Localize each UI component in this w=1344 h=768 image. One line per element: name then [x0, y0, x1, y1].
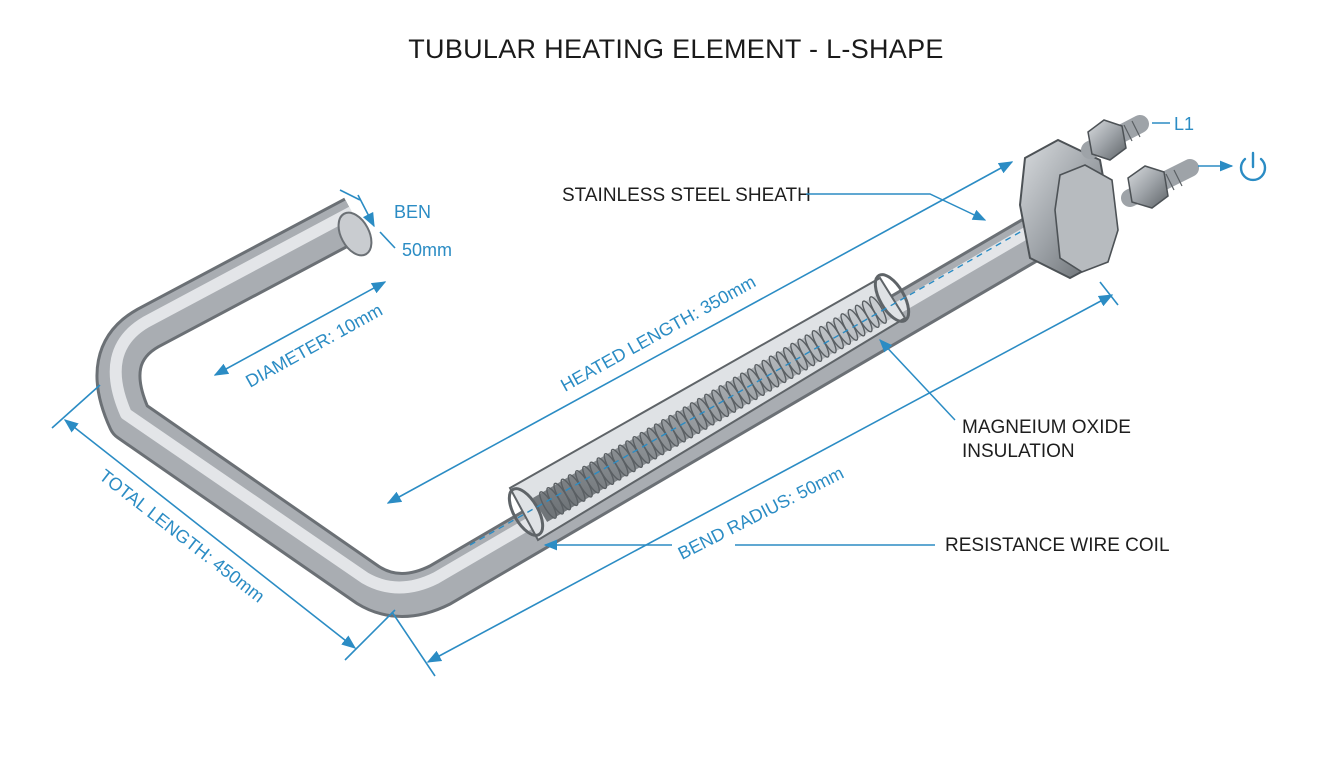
terminal-stud-upper — [1081, 115, 1149, 161]
diameter-label: DIAMETER: 10mm — [242, 300, 386, 392]
insulation-callout-line2: INSULATION — [962, 441, 1075, 462]
power-icon — [1239, 151, 1267, 182]
terminal-head — [1018, 115, 1199, 280]
coil-callout: RESISTANCE WIRE COIL — [945, 535, 1170, 556]
terminal-stud-lower — [1121, 159, 1199, 209]
bend-radius-label: BEND RADIUS: 50mm — [675, 463, 847, 564]
insulation-callout-line1: MAGNEIUM OXIDE — [962, 417, 1131, 438]
diagram-title: TUBULAR HEATING ELEMENT - L-SHAPE — [408, 34, 944, 64]
bend-value: 50mm — [402, 240, 452, 260]
cutaway-section — [469, 197, 1081, 546]
tube-sheath — [95, 185, 1102, 618]
bend-label: BEN — [394, 202, 431, 222]
sheath-callout: STAINLESS STEEL SHEATH — [562, 185, 811, 206]
terminal-label: L1 — [1174, 114, 1194, 134]
